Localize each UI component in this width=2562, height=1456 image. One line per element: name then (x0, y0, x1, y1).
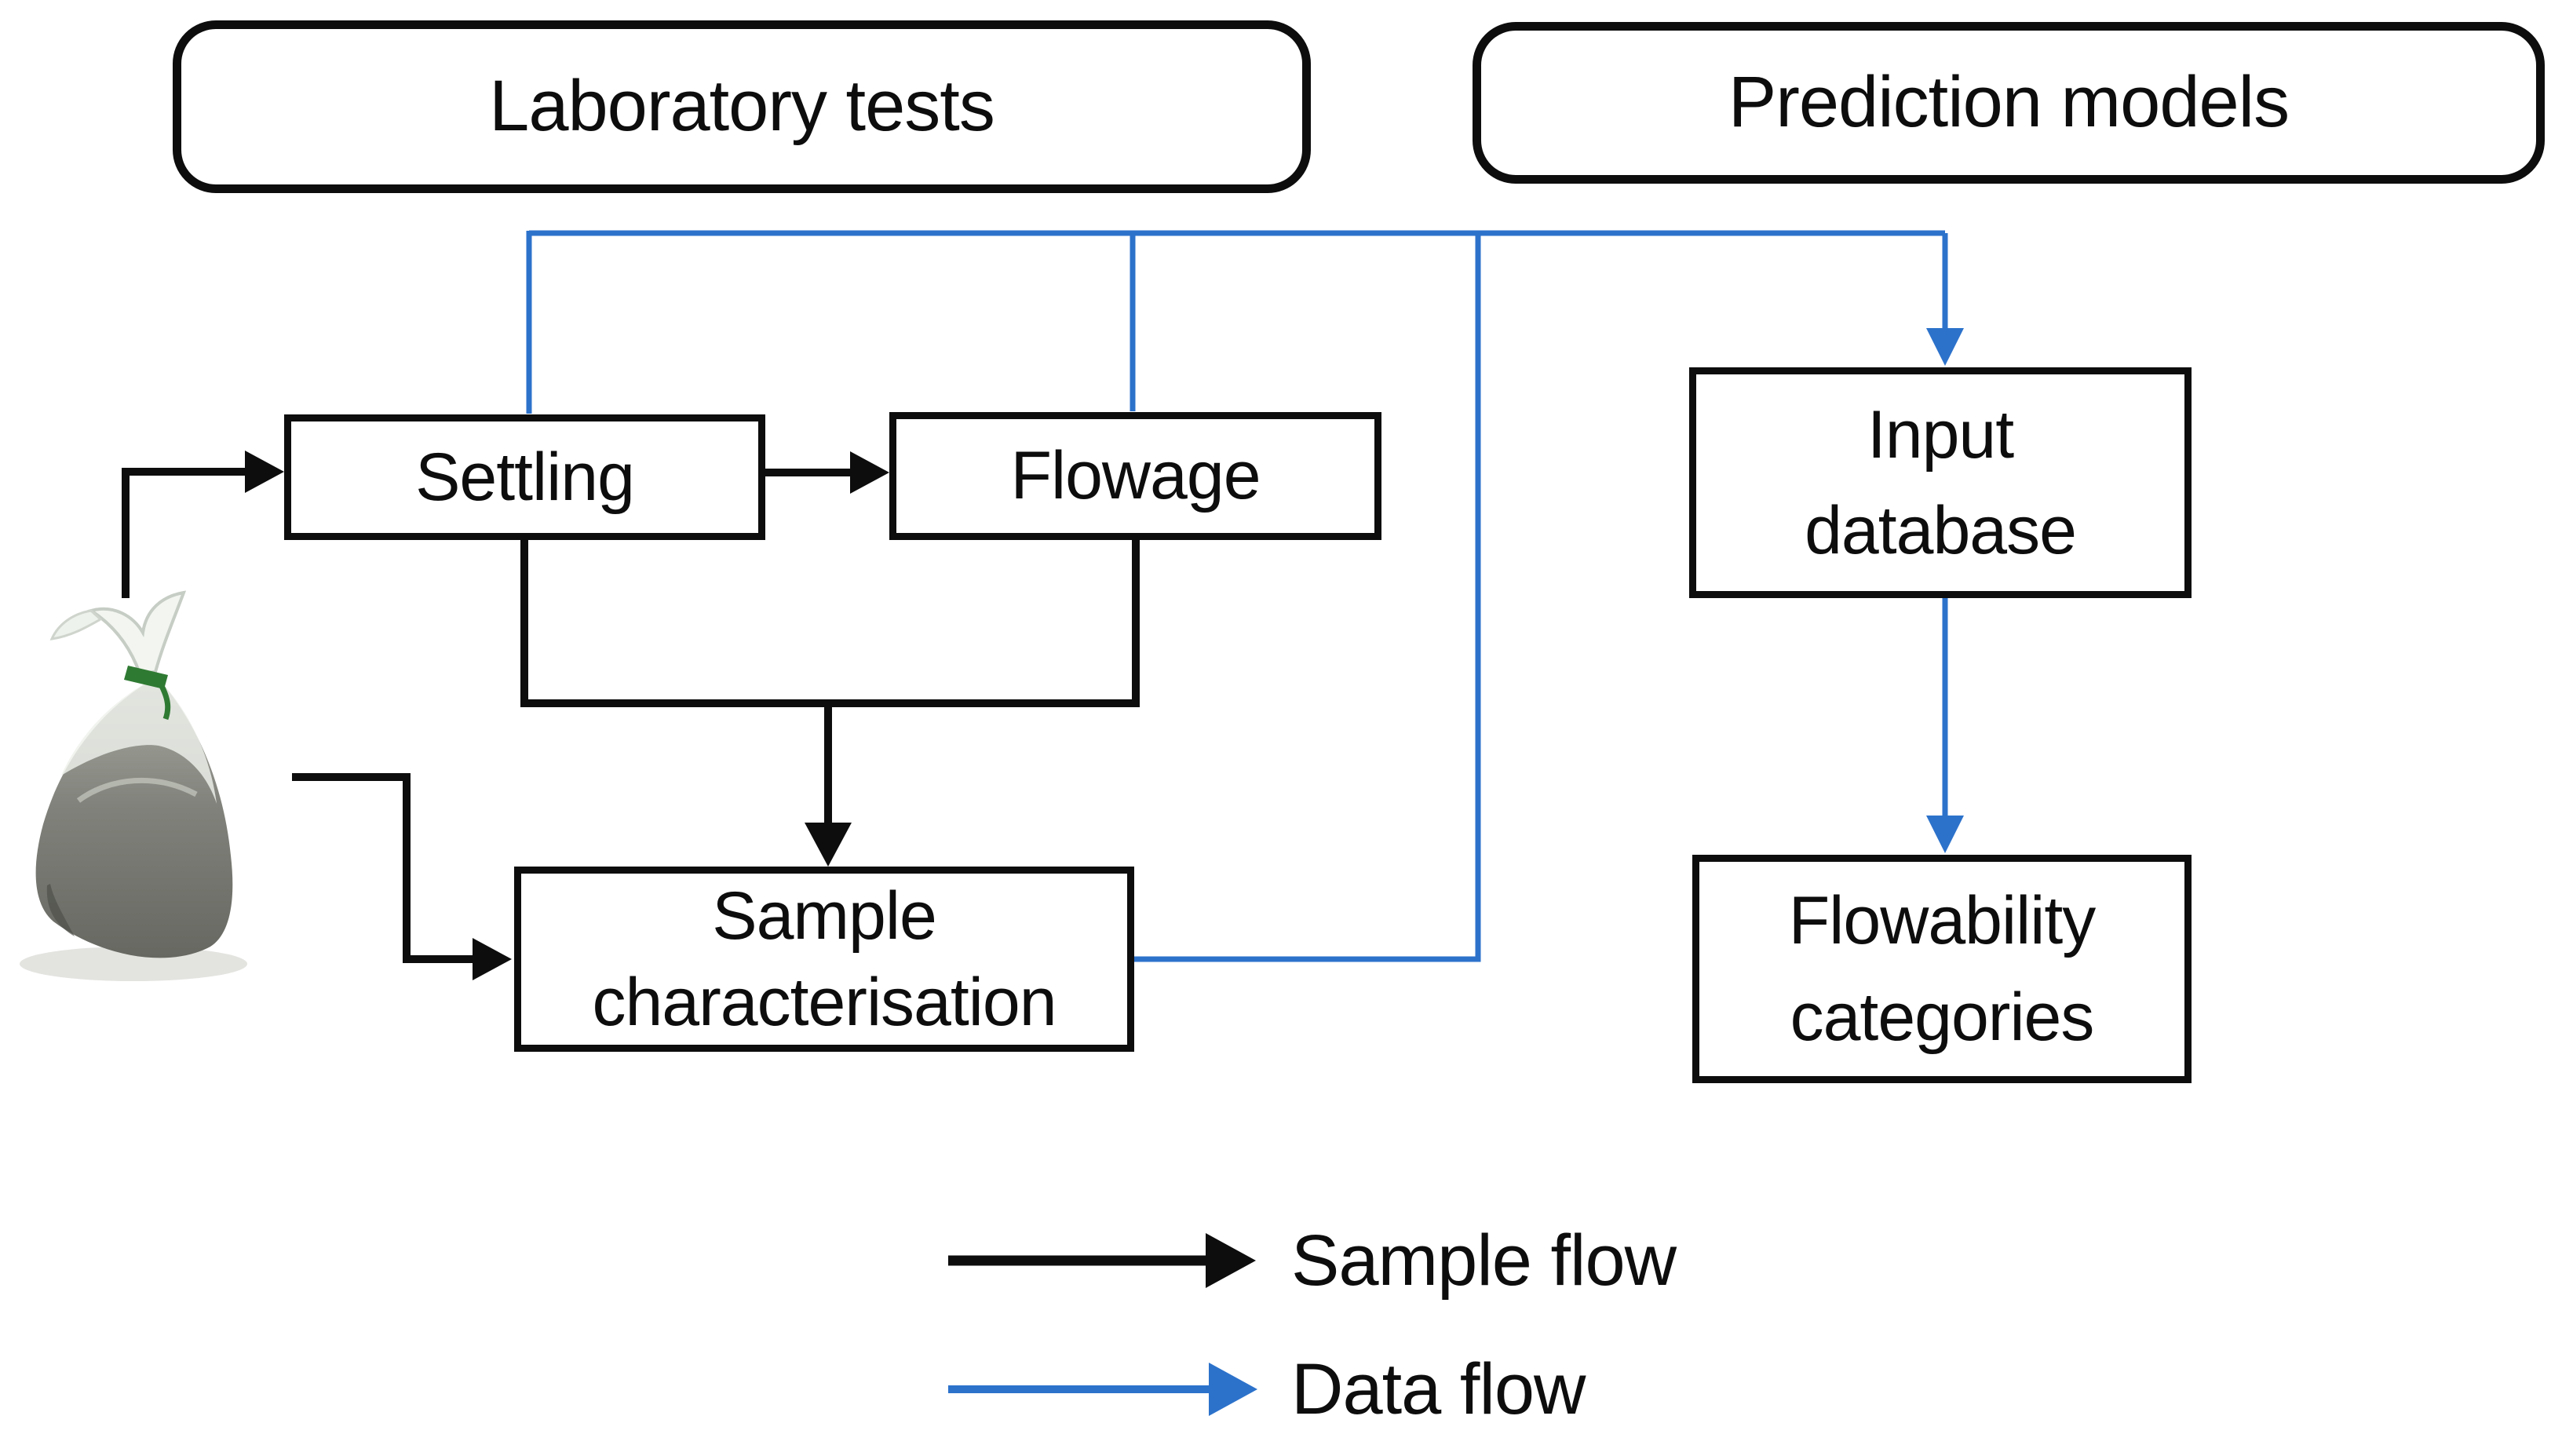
bag-twist-tie-tail (159, 684, 171, 721)
arrowhead-into-flowage-icon (850, 451, 889, 494)
arrowhead-into-sample-characterisation-left-icon (473, 938, 512, 980)
node-sample-characterisation-label: Sample characterisation (592, 878, 1057, 1040)
legend-data-flow-arrowhead-icon (1209, 1363, 1257, 1416)
node-flowage: Flowage (889, 412, 1381, 540)
data-flow-lines (526, 230, 1948, 962)
sample-flow-lines (122, 468, 1140, 963)
line-bag-to-settling (122, 468, 267, 598)
legend-sample-flow-label: Sample flow (1291, 1221, 1677, 1301)
bag-knot (87, 590, 187, 676)
node-input-database-label: Input database (1805, 396, 2077, 568)
sample-bag-photo (20, 590, 247, 981)
node-settling: Settling (284, 414, 765, 540)
data-flow-arrowheads (1926, 328, 1964, 853)
arrowhead-into-flowability-icon (1926, 816, 1964, 853)
bag-bottom-edge (46, 884, 75, 936)
arrowhead-into-input-database-icon (1926, 328, 1964, 366)
data-line-from-sample-characterisation (1132, 231, 1481, 962)
node-flowability-categories: Flowability categories (1692, 855, 2192, 1083)
header-prediction-models-label: Prediction models (1728, 62, 2290, 143)
sample-flow-arrowheads (245, 451, 889, 980)
line-bag-to-sample-characterisation (292, 773, 498, 963)
legend-data-flow-label: Data flow (1291, 1349, 1586, 1429)
header-prediction-models: Prediction models (1473, 22, 2545, 184)
arrowhead-into-settling-icon (245, 451, 284, 493)
arrowhead-into-sample-characterisation-top-icon (805, 823, 852, 867)
bag-plastic-sheen (61, 681, 217, 804)
bag-twist-tie-icon (124, 666, 168, 689)
bag-knot-flare (49, 609, 103, 640)
node-flowage-label: Flowage (1010, 438, 1261, 514)
node-settling-label: Settling (415, 439, 635, 515)
bag-fold-highlight (76, 777, 198, 803)
node-flowability-categories-label: Flowability categories (1788, 883, 2096, 1055)
line-merge-settling-flowage (520, 540, 1140, 707)
node-sample-characterisation: Sample characterisation (514, 867, 1134, 1052)
header-laboratory-tests-label: Laboratory tests (489, 66, 995, 147)
bag-shadow (20, 947, 247, 981)
node-input-database: Input database (1689, 367, 2192, 598)
legend-arrows (948, 1233, 1257, 1416)
header-laboratory-tests: Laboratory tests (173, 20, 1311, 193)
legend-sample-flow-arrowhead-icon (1206, 1233, 1256, 1288)
